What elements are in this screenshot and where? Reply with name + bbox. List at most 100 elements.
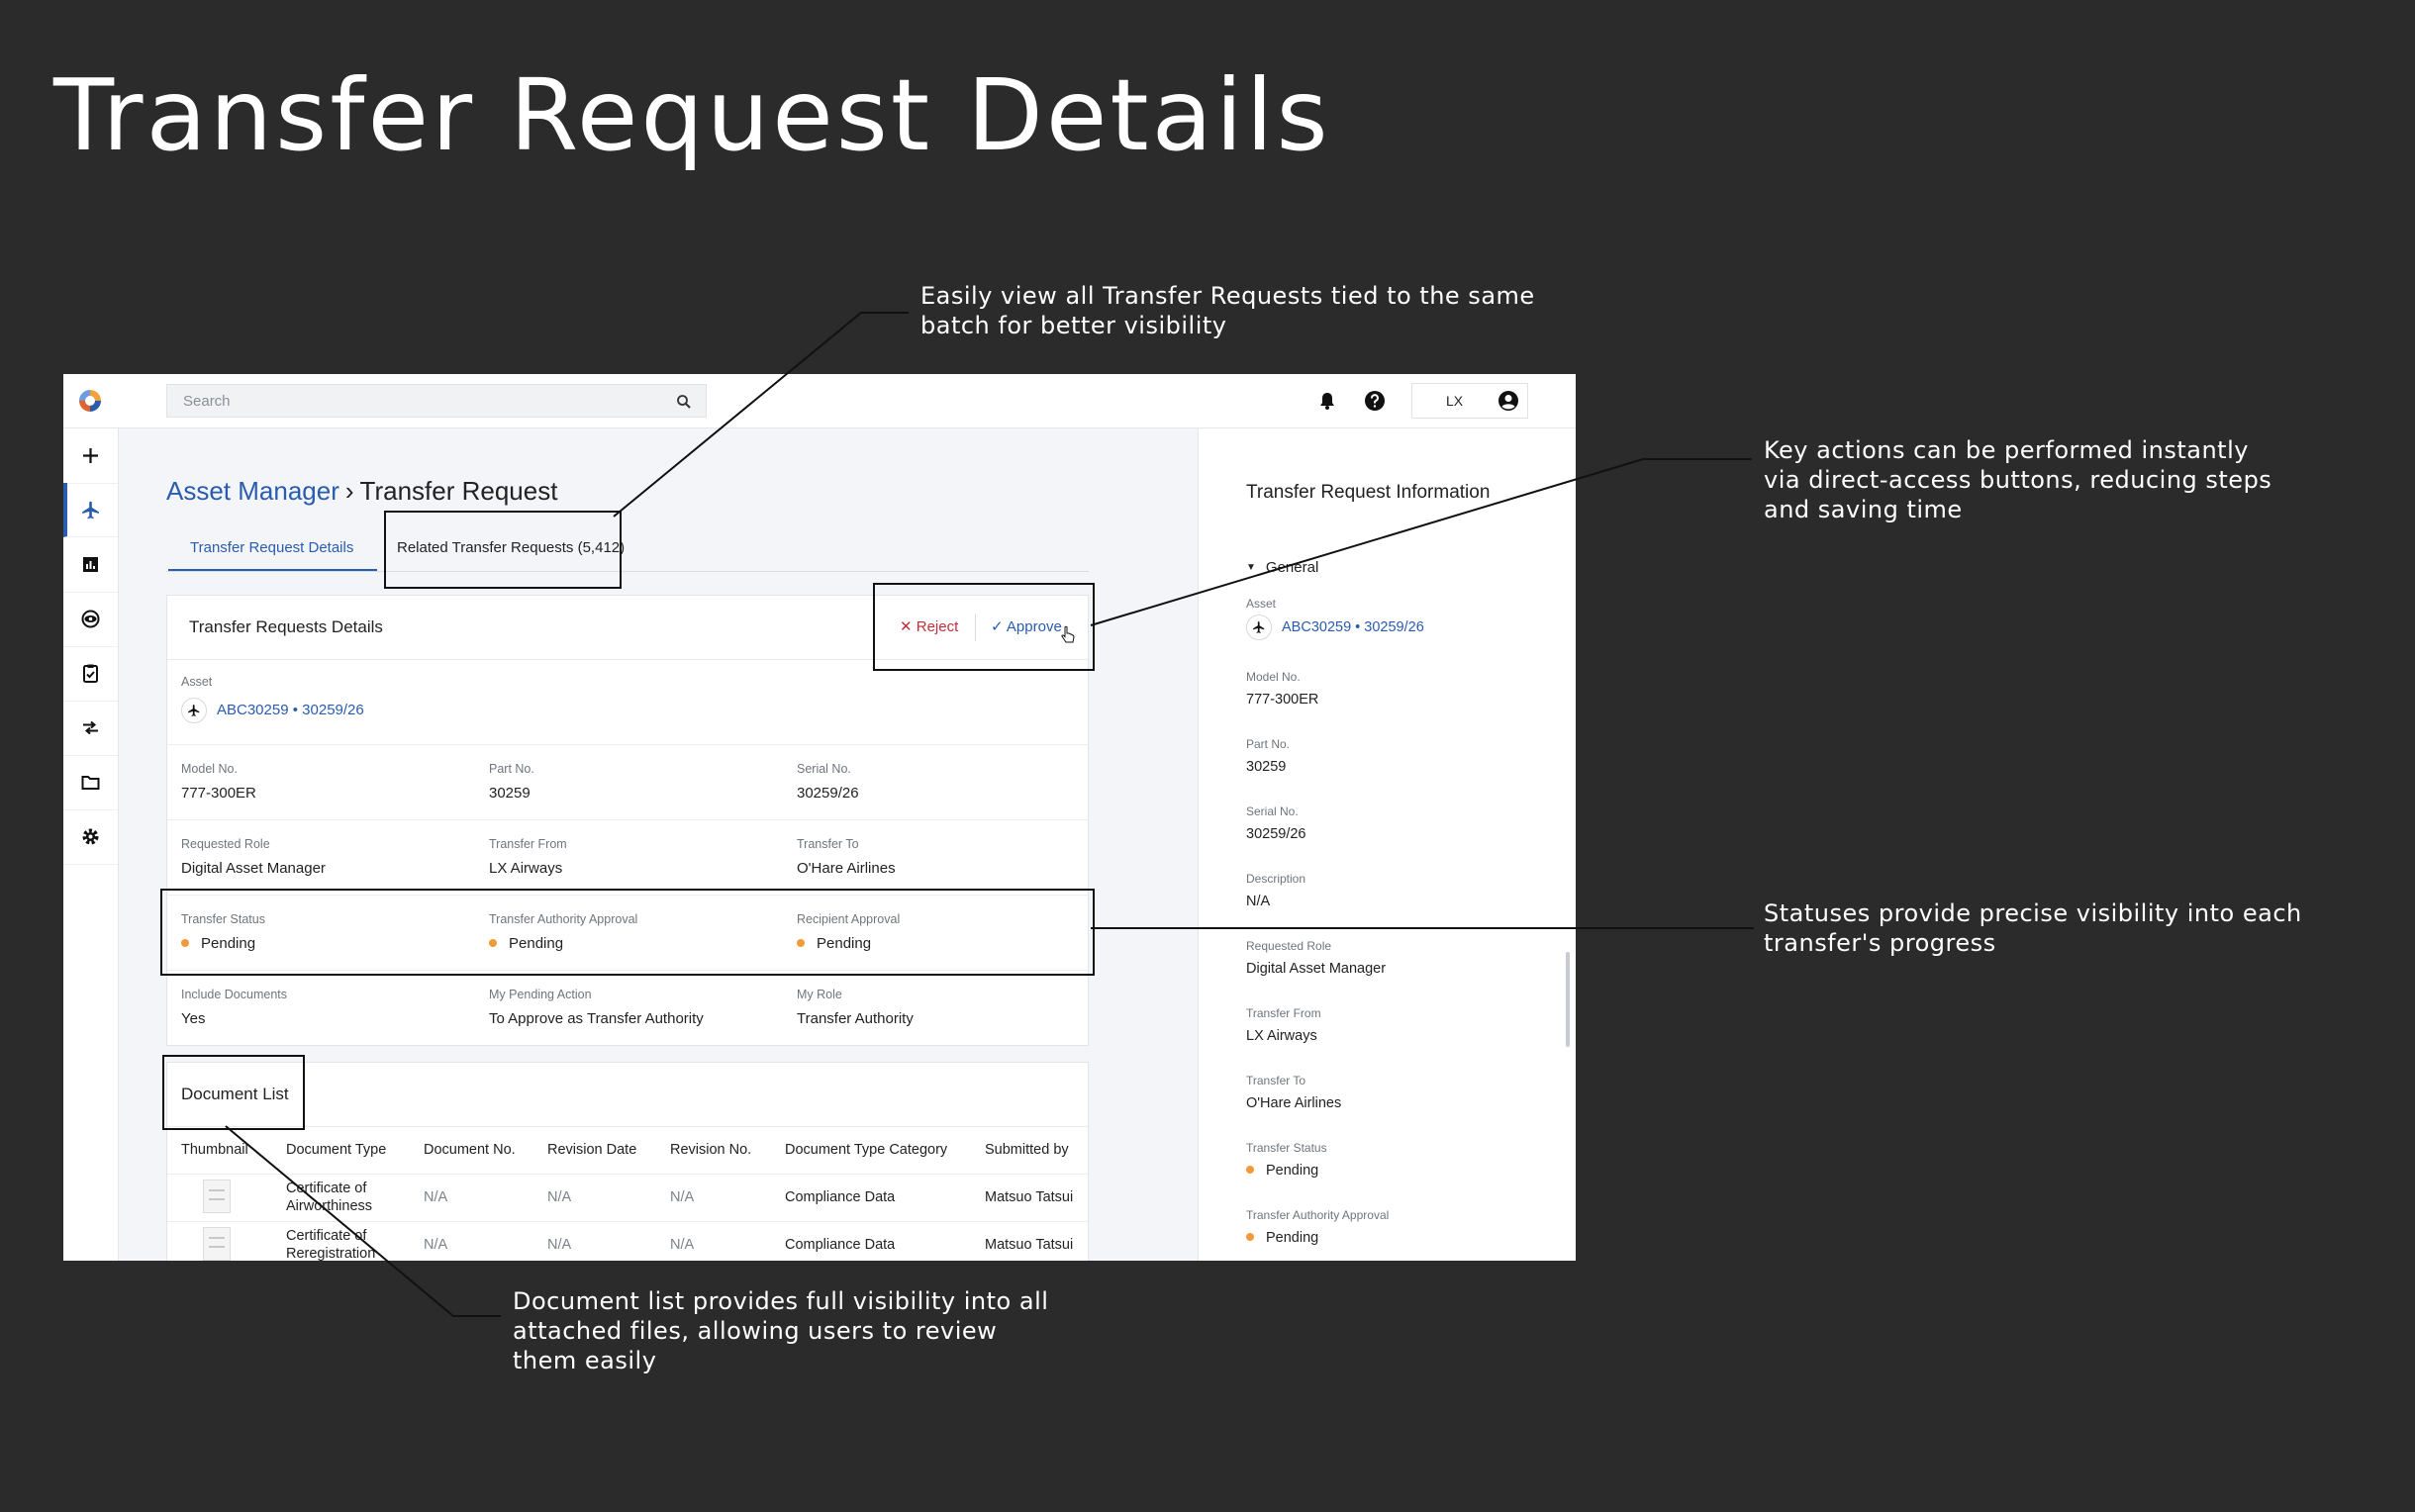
callout-actions: Key actions can be performed instantly v… [1764, 435, 2271, 524]
document-thumbnail[interactable] [203, 1180, 231, 1213]
revision-date-cell: N/A [547, 1237, 572, 1253]
column-header[interactable]: Submitted by [985, 1142, 1069, 1158]
asset-link[interactable]: ABC30259 • 30259/26 [1246, 614, 1424, 640]
reject-button[interactable]: ✕ Reject [900, 617, 958, 635]
nav-monitor[interactable] [63, 592, 118, 647]
breadcrumb-separator: › [344, 476, 354, 506]
tab-transfer-request-details[interactable]: Transfer Request Details [167, 539, 378, 571]
details-card-title: Transfer Requests Details [189, 617, 383, 636]
pending-dot-icon [1246, 1233, 1254, 1241]
row-divider [167, 1174, 1088, 1175]
column-header[interactable]: Document Type Category [785, 1142, 948, 1158]
asset-dot: • [1355, 618, 1361, 635]
field-value: Transfer Authority [797, 1010, 914, 1027]
field-label: Recipient Approval [797, 912, 901, 926]
bell-icon[interactable] [1316, 390, 1338, 412]
breadcrumb-asset-manager[interactable]: Asset Manager [166, 476, 339, 506]
field-label: Transfer Status [181, 912, 265, 926]
nav-reports[interactable] [63, 537, 118, 593]
side-panel-scrollbar[interactable] [1566, 952, 1570, 1047]
asset-dot: • [292, 701, 298, 718]
general-section-toggle[interactable]: ▼General [1246, 559, 1318, 576]
callout-related-requests: Easily view all Transfer Requests tied t… [920, 281, 1535, 340]
nav-transfers[interactable] [63, 701, 118, 756]
caret-down-icon: ▼ [1246, 562, 1256, 573]
document-type-line: Certificate of [286, 1228, 367, 1244]
user-menu[interactable]: LX [1411, 383, 1528, 419]
column-header[interactable]: Document No. [424, 1142, 516, 1158]
field-label: Asset [1246, 597, 1277, 611]
category-cell: Compliance Data [785, 1237, 896, 1253]
column-header[interactable]: Revision No. [670, 1142, 752, 1158]
status-text: Pending [201, 935, 256, 952]
approve-button[interactable]: ✓ Approve [991, 617, 1062, 635]
help-icon[interactable] [1364, 390, 1386, 412]
tab-bar: Transfer Request Details Related Transfe… [166, 527, 1089, 572]
transfer-arrows-icon [83, 720, 98, 735]
row-divider [167, 744, 1088, 745]
field-label: Part No. [489, 762, 534, 776]
action-divider [975, 614, 976, 641]
status-text: Pending [1266, 1230, 1319, 1246]
side-model-no-field: Model No.777-300ER [1246, 670, 1318, 708]
search-icon[interactable] [676, 394, 692, 410]
chart-icon [83, 557, 98, 572]
asset-id: ABC30259 [1282, 618, 1352, 635]
field-value: Digital Asset Manager [1246, 961, 1387, 977]
asset-field: Asset ABC30259 • 30259/26 [181, 675, 364, 723]
category-cell: Compliance Data [785, 1189, 896, 1205]
tab-related-transfer-requests[interactable]: Related Transfer Requests (5,412) [397, 539, 626, 556]
approve-label: Approve [1006, 618, 1062, 635]
field-label: Transfer To [1246, 1074, 1306, 1087]
user-icon [1498, 391, 1518, 411]
callout-line: batch for better visibility [920, 312, 1227, 339]
pointer-cursor-icon [1061, 625, 1075, 643]
field-value: 30259 [489, 785, 531, 802]
field-label: Transfer From [1246, 1006, 1321, 1020]
pending-dot-icon [1246, 1166, 1254, 1174]
document-thumbnail[interactable] [203, 1227, 231, 1261]
column-header[interactable]: Document Type [286, 1142, 387, 1158]
callout-line: attached files, allowing users to review [513, 1317, 998, 1345]
asset-link[interactable]: ABC30259 • 30259/26 [181, 698, 364, 723]
pending-dot-icon [489, 939, 497, 947]
field-value: N/A [1246, 894, 1271, 909]
side-part-no-field: Part No.30259 [1246, 737, 1290, 775]
callout-line: Document list provides full visibility i… [513, 1287, 1049, 1315]
logo-icon[interactable] [77, 388, 103, 414]
column-header[interactable]: Thumbnail [181, 1142, 248, 1158]
airplane-icon [188, 705, 200, 716]
nav-asset-manager[interactable] [63, 483, 118, 537]
field-label: Serial No. [797, 762, 851, 776]
callout-line: via direct-access buttons, reducing step… [1764, 466, 2272, 494]
field-label: Part No. [1246, 737, 1291, 751]
breadcrumb-current: Transfer Request [359, 476, 558, 506]
status-badge: Pending [1246, 1163, 1327, 1179]
pending-dot-icon [181, 939, 189, 947]
nav-tasks[interactable] [63, 646, 118, 702]
search-placeholder: Search [183, 393, 231, 410]
search-input[interactable]: Search [166, 384, 707, 418]
side-panel-title: Transfer Request Information [1246, 482, 1491, 503]
status-badge: Pending [181, 935, 265, 952]
status-text: Pending [1266, 1163, 1319, 1179]
nav-settings[interactable] [63, 809, 118, 865]
app-window: Search LX [63, 374, 1576, 1261]
callout-line: Statuses provide precise visibility into… [1764, 899, 2302, 927]
left-nav [63, 428, 119, 1261]
nav-add[interactable] [63, 428, 118, 484]
nav-documents[interactable] [63, 755, 118, 810]
field-value: O'Hare Airlines [797, 860, 896, 877]
revision-no-cell: N/A [670, 1189, 695, 1205]
asset-airplane-badge [1246, 614, 1272, 640]
column-header[interactable]: Revision Date [547, 1142, 637, 1158]
callout-line: Key actions can be performed instantly [1764, 436, 2249, 464]
airplane-icon [1253, 621, 1265, 633]
airplane-icon [82, 501, 99, 520]
